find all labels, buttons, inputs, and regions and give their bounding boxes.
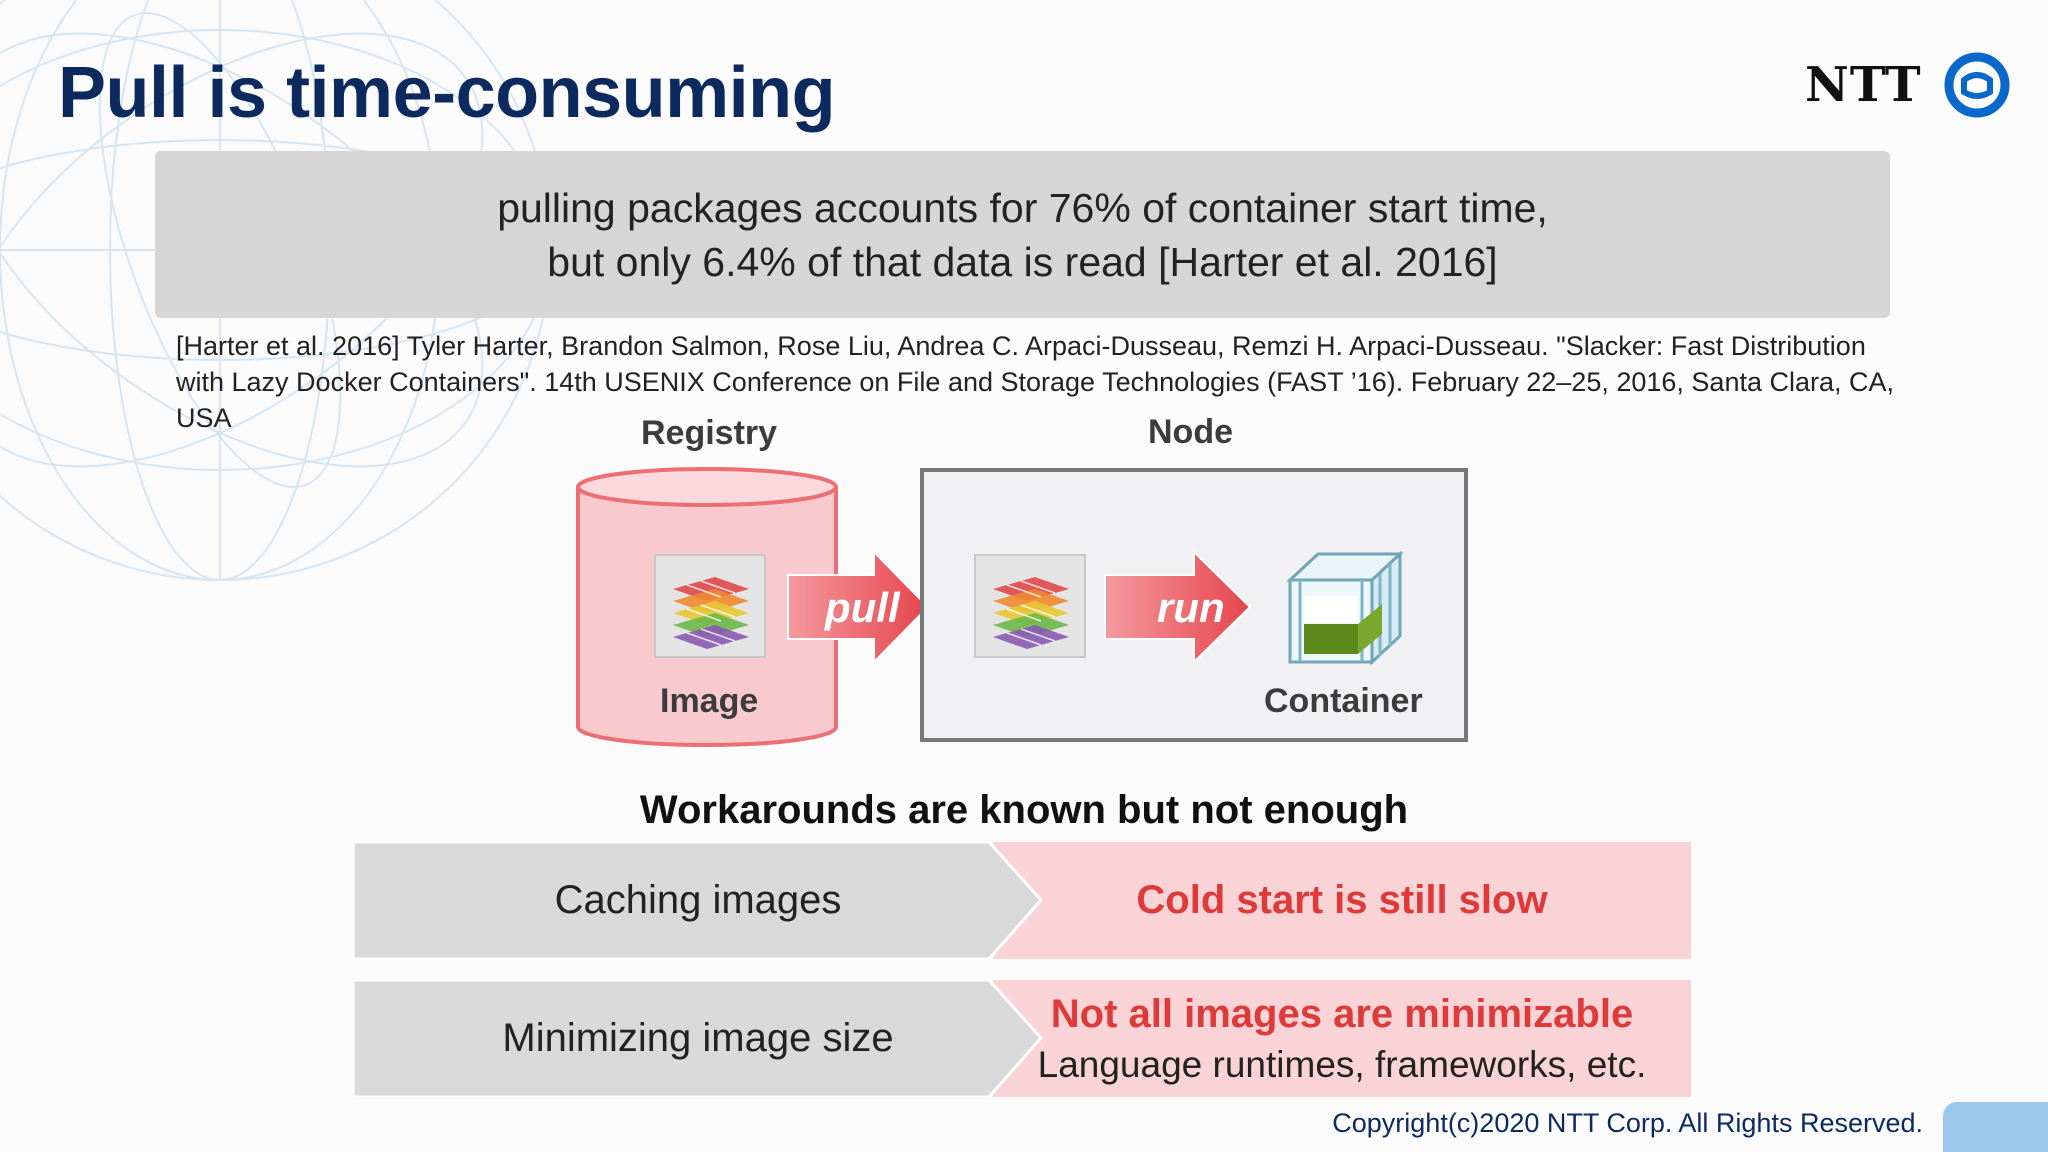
- pull-label: pull: [824, 584, 901, 631]
- container-label: Container: [1264, 682, 1423, 720]
- image-layers-icon: [654, 554, 766, 658]
- corner-tab: [1943, 1102, 2048, 1152]
- ntt-logo: NTT: [1805, 50, 2012, 120]
- workarounds-title: Workarounds are known but not enough: [639, 788, 1409, 832]
- reference-line-2: with Lazy Docker Containers". 14th USENI…: [176, 367, 1895, 397]
- quote-box: pulling packages accounts for 76% of con…: [155, 151, 1890, 318]
- workaround-label: Caching images: [554, 878, 842, 922]
- image-layers-icon: [974, 554, 1086, 658]
- reference-citation: [Harter et al. 2016] Tyler Harter, Brand…: [176, 328, 1896, 436]
- quote-line-2: but only 6.4% of that data is read [Hart…: [547, 239, 1498, 285]
- quote-line-1: pulling packages accounts for 76% of con…: [497, 185, 1548, 231]
- container-cube-icon: [1286, 550, 1404, 666]
- pull-diagram: pull run: [576, 467, 1468, 747]
- pull-arrow: [787, 549, 930, 665]
- workaround-issue: Cold start is still slow: [1136, 878, 1548, 922]
- run-label: run: [1157, 584, 1225, 631]
- workaround-issue: Not all images are minimizable: [1050, 992, 1634, 1036]
- node-label: Node: [1148, 413, 1233, 451]
- logo-text: NTT: [1805, 57, 1922, 113]
- copyright-notice: Copyright(c)2020 NTT Corp. All Rights Re…: [1332, 1108, 1923, 1138]
- reference-line-3: USA: [176, 403, 232, 433]
- run-arrow: [1104, 549, 1252, 665]
- workaround-label: Minimizing image size: [502, 1016, 894, 1060]
- image-label: Image: [660, 682, 759, 720]
- workaround-issue-detail: Language runtimes, frameworks, etc.: [1037, 1044, 1647, 1085]
- registry-label: Registry: [641, 414, 778, 452]
- row-background: [353, 842, 1691, 959]
- row-background: [353, 980, 1691, 1097]
- reference-line-1: [Harter et al. 2016] Tyler Harter, Brand…: [176, 331, 1866, 361]
- ntt-ring-icon: [1944, 52, 2010, 118]
- workaround-row: Minimizing image size Not all images are…: [353, 980, 1691, 1097]
- workaround-row: Caching images Cold start is still slow: [353, 842, 1691, 959]
- page-title: Pull is time-consuming: [58, 53, 836, 133]
